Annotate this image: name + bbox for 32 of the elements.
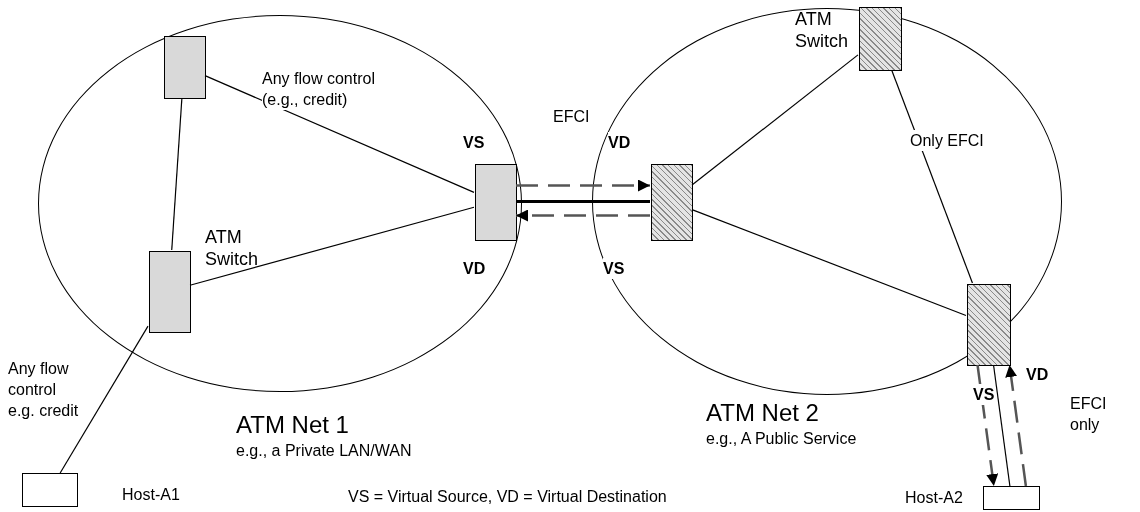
node-caption: Host-A1: [122, 485, 181, 505]
connector-line: [691, 209, 967, 317]
dashed-arrow: [516, 209, 650, 222]
switch-box: [475, 164, 517, 241]
connector-line: [992, 364, 1011, 487]
dashed-arrow: [1005, 364, 1028, 487]
node-caption: ATM Switch: [205, 226, 259, 270]
connector-line: [59, 325, 149, 474]
switch-box: [983, 486, 1040, 510]
switch-box: [149, 251, 191, 333]
dashed-arrow: [516, 179, 650, 192]
switch-box: [651, 164, 693, 241]
note-text: Only EFCI: [910, 130, 984, 151]
connector-line: [516, 200, 650, 203]
switch-box: [859, 7, 902, 71]
switch-box: [22, 473, 78, 507]
connector-line: [171, 97, 183, 251]
endpoint-label: VS: [973, 384, 995, 405]
dashed-arrow: [976, 364, 999, 487]
node-caption: ATM Switch: [795, 8, 849, 52]
switch-box: [164, 36, 206, 99]
connector-line: [891, 69, 974, 284]
network-title: ATM Net 1: [236, 410, 350, 440]
connector-line: [691, 54, 859, 186]
connector-line: [204, 75, 475, 193]
network-caption: e.g., A Public Service: [706, 429, 858, 449]
endpoint-label: VS: [603, 258, 625, 279]
switch-box: [967, 284, 1011, 366]
network-title: ATM Net 2: [706, 398, 820, 428]
network-caption: e.g., a Private LAN/WAN: [236, 441, 413, 461]
connector-line: [189, 206, 475, 286]
node-caption: Host-A2: [905, 488, 964, 508]
